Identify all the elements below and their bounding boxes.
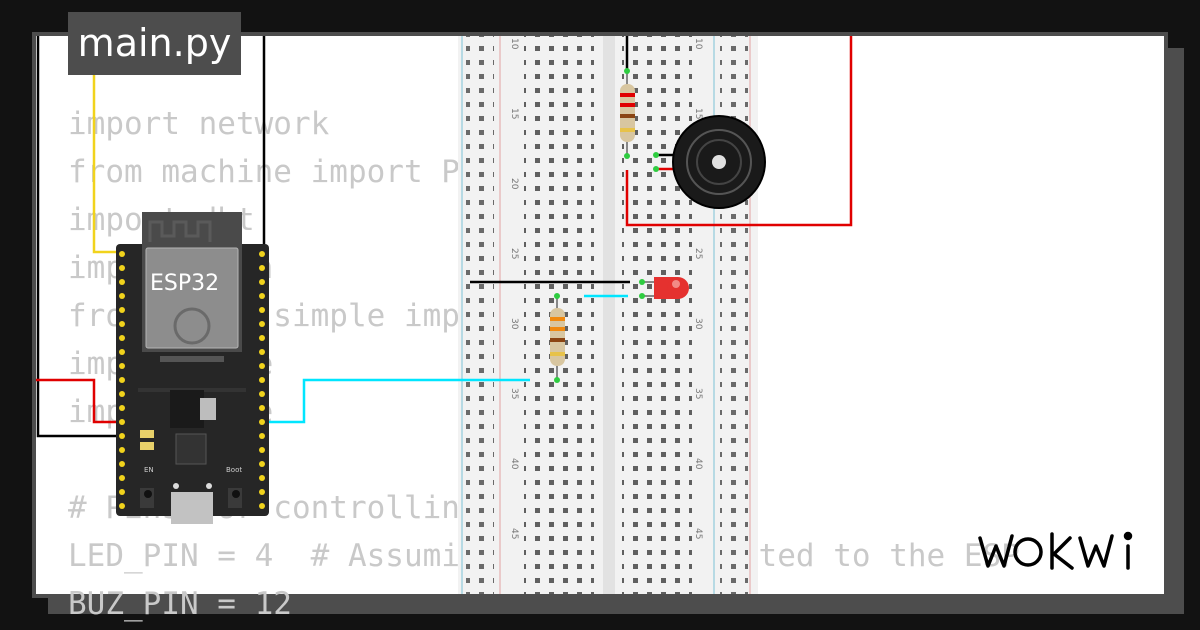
esp32-board: ESP32 EN Boot [116, 212, 269, 524]
file-tab: main.py [68, 12, 241, 75]
wire-power [625, 36, 853, 227]
wokwi-logo [978, 531, 1133, 570]
row-number: 15 [509, 108, 519, 119]
row-number: 45 [693, 528, 703, 539]
wire-vcc [92, 36, 122, 254]
row-number: 30 [509, 318, 519, 330]
row-number: 30 [693, 318, 703, 330]
row-number: 20 [509, 178, 519, 190]
code-line: BUZ_PIN = 12 [68, 586, 292, 622]
code-line: from machine import P [68, 154, 460, 190]
led [639, 277, 689, 299]
row-number: 10 [509, 38, 519, 50]
wire-power [36, 378, 122, 424]
wires [36, 36, 853, 438]
esp32-label: ESP32 [150, 271, 219, 296]
boot-label: Boot [226, 466, 242, 474]
wire-signal [262, 378, 530, 424]
row-number: 40 [693, 458, 703, 470]
esp32-pins-right [259, 251, 265, 509]
row-number: 35 [693, 388, 703, 399]
resistor-top [620, 68, 635, 159]
row-number: 35 [509, 388, 519, 399]
row-number: 10 [693, 38, 703, 50]
row-number: 25 [509, 248, 519, 259]
row-number: 40 [509, 458, 519, 470]
wire-ground [36, 36, 122, 438]
en-label: EN [144, 466, 154, 474]
buzzer [653, 115, 766, 209]
esp32-pins-left [119, 251, 125, 509]
resistor-bottom [550, 293, 565, 383]
row-number: 45 [509, 528, 519, 539]
row-number: 25 [693, 248, 703, 259]
row-number: 15 [693, 108, 703, 119]
